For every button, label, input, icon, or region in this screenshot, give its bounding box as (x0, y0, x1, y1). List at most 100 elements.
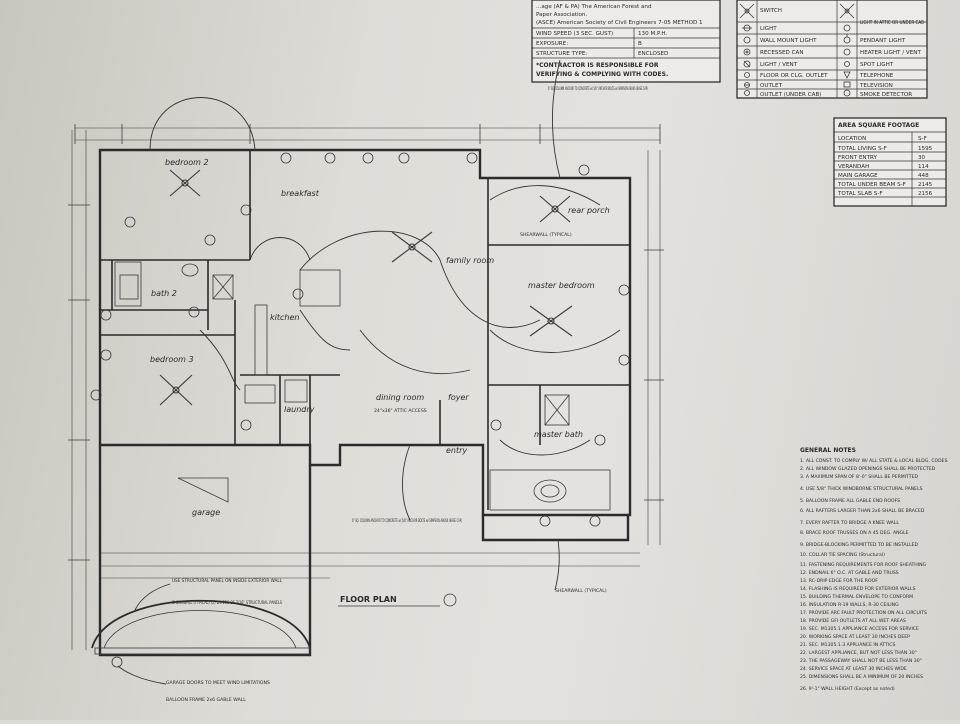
electrical-legend: SWITCH LIGHT WALL MOUNT LIGHT RECESSED C… (736, 0, 928, 99)
exposure-label: EXPOSURE: (536, 41, 568, 47)
note-line: 18. PROVIDE GFI OUTLETS AT ALL WET AREAS (800, 618, 906, 624)
header-note-line2: Paper Association. (536, 12, 587, 18)
note-line: 1. ALL CONST. TO COMPLY W/ ALL STATE & L… (800, 458, 948, 464)
room-label-rear-porch: rear porch (568, 206, 610, 215)
area-header-label: LOCATION (838, 136, 866, 142)
note-line: 25. DIMENSIONS SHALL BE A MINIMUM OF 20 … (800, 674, 923, 680)
note-line: 7. EVERY RAFTER TO BRIDGE A KNEE WALL (800, 520, 899, 526)
area-row-label: FRONT ENTRY (838, 155, 878, 161)
legend-telephone: TELEPHONE (859, 73, 894, 79)
note-line: 26. 9'-1" WALL HEIGHT (Except as noted) (800, 686, 895, 692)
area-row-value: 2145 (918, 182, 933, 188)
room-label-bath-2: bath 2 (151, 289, 177, 298)
area-row-value: 1595 (918, 146, 933, 152)
legend-smoke: SMOKE DETECTOR (860, 92, 912, 98)
room-label-bedroom-2: bedroom 2 (165, 158, 209, 167)
legend-heater: HEATER LIGHT / VENT (860, 50, 921, 56)
note-line: 3. A MAXIMUM SPAN OF 8'-0" SHALL BE PERM… (800, 474, 919, 480)
structure-type-label: STRUCTURE TYPE: (536, 51, 587, 57)
area-row-label: TOTAL SLAB S-F (837, 191, 883, 197)
note-line: 16. INSULATION R-19 WALLS, R-30 CEILING (800, 602, 899, 608)
note-line: 6. ALL RAFTERS LARGER THAN 2x6 SHALL BE … (800, 508, 925, 514)
legend-switch: SWITCH (760, 8, 782, 14)
callout-column-mid: 6" SQ. COLUMN ANCHOR TO CONCRETE w/ 5/8"… (352, 518, 462, 524)
callout-gable-wall: BALLOON FRAME 2x6 GABLE WALL (166, 697, 246, 703)
area-row-value: 2156 (918, 191, 933, 197)
wind-design-table: ...age (AF & PA) The American Forest and… (531, 0, 721, 83)
legend-outlet: OUTLET (760, 83, 783, 89)
note-line: 21. SEC. M1305.1.3 APPLIANCE IN ATTICS (800, 642, 895, 648)
room-label-entry: entry (446, 446, 467, 455)
room-label-master-bedroom: master bedroom (528, 281, 595, 290)
legend-wall-light: WALL MOUNT LIGHT (760, 38, 817, 44)
callout-garage-doors: GARAGE DOORS TO MEET WIND LIMITATIONS (166, 680, 270, 686)
room-label-master-bath: master bath (534, 430, 583, 439)
note-line: 14. FLASHING IS REQUIRED FOR EXTERIOR WA… (800, 586, 916, 592)
note-line: 19. SEC. M1305.1 APPLIANCE ACCESS FOR SE… (800, 626, 919, 632)
note-line: 5. BALLOON FRAME ALL GABLE END ROOFS (800, 498, 900, 504)
room-labels: bedroom 2 breakfast family room rear por… (150, 158, 610, 517)
note-line: 17. PROVIDE ARC FAULT PROTECTION ON ALL … (800, 610, 927, 616)
wind-speed-label: WIND SPEED (3 SEC. GUST) (536, 31, 613, 37)
room-label-bedroom-3: bedroom 3 (150, 355, 194, 364)
callout-garage-shearwall: SHEARWALL (TYPICAL) (2) LAYERS OF 7/16" … (172, 600, 282, 606)
area-row-label: MAIN GARAGE (838, 173, 878, 179)
room-label-family-room: family room (446, 256, 494, 265)
header-note-line1: ...age (AF & PA) The American Forest and (536, 4, 652, 10)
room-label-kitchen: kitchen (270, 313, 299, 322)
note-line: 11. FASTENING REQUIREMENTS FOR ROOF SHEA… (800, 562, 927, 568)
area-row-label: TOTAL LIVING S-F (837, 146, 887, 152)
note-line: 24. SERVICE SPACE AT LEAST 30 INCHES WID… (800, 666, 907, 672)
room-label-dining-room: dining room (376, 393, 424, 402)
legend-television: TELEVISION (859, 83, 893, 89)
legend-attic-light: LIGHT IN ATTIC OR UNDER CAB (860, 20, 924, 26)
note-line: 20. WORKING SPACE AT LEAST 30 INCHES DEE… (800, 634, 910, 640)
area-row-value: 30 (918, 155, 926, 161)
room-label-breakfast: breakfast (281, 189, 320, 198)
callout-column-top: 6" SQ. COLUMN ANCHOR TO CONCRETE w/ 5/8"… (548, 86, 648, 92)
contractor-note-1: *CONTRACTOR IS RESPONSIBLE FOR (536, 62, 659, 69)
interior-walls (100, 150, 630, 510)
legend-recessed: RECESSED CAN (760, 50, 804, 56)
garage-door (91, 477, 311, 655)
callout-attic-access: 24"x36" ATTIC ACCESS (374, 408, 427, 414)
legend-floor-outlet: FLOOR OR CLG. OUTLET (760, 73, 828, 79)
general-notes: GENERAL NOTES 1. ALL CONST. TO COMPLY W/… (800, 447, 948, 692)
structure-type-value: ENCLOSED (638, 51, 668, 57)
legend-outlet-under-cab: OUTLET (UNDER CAB) (760, 92, 821, 98)
note-line: 12. ENDNAIL 6" O.C. AT GABLE AND TRUSS (800, 570, 899, 576)
note-line: 13. RC-DRIP EDGE FOR THE ROOF (800, 578, 878, 584)
plan-title: FLOOR PLAN (340, 595, 397, 604)
callout-shearwall-bottom: SHEARWALL (TYPICAL) (555, 588, 607, 594)
area-table-title: AREA SQUARE FOOTAGE (838, 122, 919, 129)
note-line: 23. THE PASSAGEWAY SHALL NOT BE LESS THA… (800, 658, 922, 664)
note-line: 9. BRIDGE-BLOCKING PERMITTED TO BE INSTA… (800, 542, 919, 548)
note-line: 15. BUILDING THERMAL ENVELOPE TO CONFORM (800, 594, 913, 600)
wind-speed-value: 130 M.P.H. (638, 31, 667, 37)
room-label-laundry: laundry (284, 405, 315, 414)
area-row-value: 448 (918, 173, 929, 179)
north-arrow-icon (443, 593, 457, 607)
electrical-wiring (149, 59, 621, 521)
area-row-value: 114 (918, 164, 929, 170)
legend-light: LIGHT (760, 26, 777, 32)
exposure-value: B (638, 41, 642, 47)
area-header-value: S-F (918, 136, 927, 142)
fixtures (114, 261, 611, 511)
floor-plan-title: FLOOR PLAN (338, 593, 457, 607)
note-line: 10. COLLAR TIE SPACING (Structural) (800, 552, 885, 558)
general-notes-heading: GENERAL NOTES (800, 447, 856, 454)
area-row-label: TOTAL UNDER BEAM S-F (837, 182, 906, 188)
window-tag-icon (90, 152, 630, 668)
note-line: 2. ALL WINDOW GLAZED OPENINGS SHALL BE P… (800, 466, 936, 472)
area-row-label: VERANDAH (838, 164, 869, 170)
room-label-garage: garage (192, 508, 220, 517)
ceiling-fan-icon (739, 3, 855, 19)
legend-spot: SPOT LIGHT (860, 62, 894, 68)
area-square-footage-table: AREA SQUARE FOOTAGE LOCATION S-F TOTAL L… (833, 117, 947, 207)
header-note-line3: (ASCE) American Society of Civil Enginee… (536, 20, 703, 26)
contractor-note-2: VERIFYING & COMPLYING WITH CODES. (536, 71, 668, 78)
legend-symbol-icons (742, 24, 851, 97)
callout-garage-panel: USE STRUCTURAL PANEL ON INSIDE EXTERIOR … (172, 578, 282, 584)
